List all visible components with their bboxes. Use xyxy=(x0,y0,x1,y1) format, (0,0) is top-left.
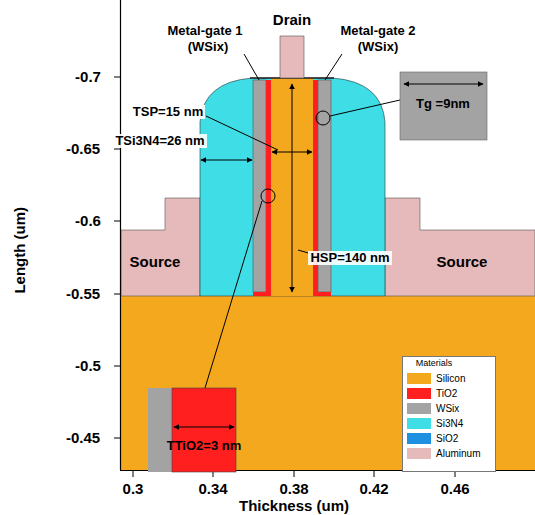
axis-title: Thickness (um) xyxy=(239,498,349,515)
legend-entry: TiO2 xyxy=(407,386,495,401)
metal-gate-1 xyxy=(253,80,266,292)
legend-entry: WSix xyxy=(407,401,495,416)
legend-swatch xyxy=(407,448,431,459)
legend-swatch xyxy=(407,403,431,414)
legend-swatch xyxy=(407,418,431,429)
legend-text: TiO2 xyxy=(436,388,457,399)
source-right xyxy=(385,198,535,296)
tick-label: -0.7 xyxy=(75,69,101,86)
y-axis xyxy=(120,0,121,470)
tick-label: 0.38 xyxy=(279,481,308,498)
legend-entry: Si3N4 xyxy=(407,416,495,431)
dimension: TSi3N4=26 nm xyxy=(113,134,206,148)
legend-entry: Silicon xyxy=(407,371,495,386)
material-name: (WSix) xyxy=(188,40,228,54)
tick-label: -0.45 xyxy=(66,430,100,447)
legend-text: Si3N4 xyxy=(436,418,463,429)
dimension: HSP=140 nm xyxy=(308,251,391,265)
legend-text: Aluminum xyxy=(436,448,480,459)
silicon-fin xyxy=(271,78,313,296)
part-name: Metal-gate 1 xyxy=(167,24,242,38)
legend-text: WSix xyxy=(436,403,459,414)
tio2-inset xyxy=(172,388,236,472)
legend-swatch xyxy=(407,388,431,399)
legend-swatch xyxy=(407,433,431,444)
legend-swatch xyxy=(407,373,431,384)
tio2-layer-1 xyxy=(253,80,271,296)
tick-label: 0.34 xyxy=(198,481,227,498)
legend-entry: Aluminum xyxy=(407,446,495,461)
legend-text: SiO2 xyxy=(436,433,458,444)
dimension: Tg =9nm xyxy=(416,97,470,111)
dimension: TTiO2=3 nm xyxy=(167,439,242,453)
region-name: Source xyxy=(437,254,488,271)
dimension-lines xyxy=(201,54,400,388)
part-name: Metal-gate 2 xyxy=(340,24,415,38)
y-ticks xyxy=(114,77,120,438)
tick-label: -0.65 xyxy=(66,141,100,158)
tick-label: -0.6 xyxy=(75,213,101,230)
source-left xyxy=(121,198,200,296)
tg-inset xyxy=(400,72,487,140)
part-name: Drain xyxy=(273,12,311,29)
tick-label: -0.5 xyxy=(75,358,101,375)
tick-label: 0.46 xyxy=(440,481,469,498)
tick-label: -0.55 xyxy=(66,286,100,303)
axis-title: Length (um) xyxy=(12,207,29,294)
legend-entry: SiO2 xyxy=(407,431,495,446)
tick-label: 0.42 xyxy=(359,481,388,498)
wsix-inset xyxy=(148,388,172,472)
drain-contact xyxy=(280,36,304,78)
dimension: TSP=15 nm xyxy=(131,105,205,119)
legend-title: Materials xyxy=(416,359,453,369)
tick-label: 0.3 xyxy=(123,481,144,498)
legend-text: Silicon xyxy=(436,373,465,384)
material-name: (WSix) xyxy=(358,40,398,54)
legend-box: SiliconTiO2WSixSi3N4SiO2Aluminum xyxy=(402,356,496,472)
region-name: Source xyxy=(130,254,181,271)
